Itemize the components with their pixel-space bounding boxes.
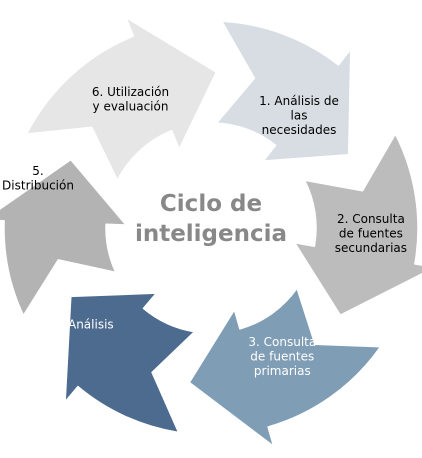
step-3-fuentes-primarias-label-line: primarias — [254, 364, 311, 378]
step-2-fuentes-secundarias-label-line: secundarias — [335, 241, 407, 255]
step-2-fuentes-secundarias-arrow — [293, 133, 422, 316]
step-5-distribucion-label-line: Distribución — [2, 179, 74, 193]
step-2-fuentes-secundarias-label-line: 2. Consulta — [337, 212, 405, 226]
step-4-analisis-label-line: 4. Análisis — [53, 317, 114, 331]
step-1-analisis-necesidades-label-line: las — [291, 108, 308, 122]
step-5-distribucion-label: 5.Distribución — [2, 164, 74, 193]
step-6-utilizacion-arrow — [25, 16, 218, 182]
center-title-line1: Ciclo de — [160, 191, 262, 217]
step-5-distribucion-arrow — [0, 158, 127, 317]
cycle-segments — [0, 16, 422, 447]
step-4-analisis-arrow — [64, 292, 196, 434]
step-1-analisis-necesidades-label-line: necesidades — [262, 123, 337, 137]
step-6-utilizacion-label-line: 6. Utilización — [92, 85, 169, 99]
step-3-fuentes-primarias-label-line: 3. Consulta — [248, 335, 316, 349]
step-3-fuentes-primarias-label-line: de fuentes — [250, 350, 314, 364]
center-title-line2: inteligencia — [135, 221, 287, 247]
step-1-analisis-necesidades-arrow — [215, 20, 352, 162]
step-4-analisis-label: 4. Análisis — [53, 317, 114, 331]
step-1-analisis-necesidades-label-line: 1. Análisis de — [259, 94, 339, 108]
step-3-fuentes-primarias-arrow — [188, 287, 382, 447]
step-5-distribucion-label-line: 5. — [32, 164, 43, 178]
step-6-utilizacion-label-line: y evaluación — [93, 99, 169, 113]
step-2-fuentes-secundarias-label-line: de fuentes — [339, 227, 403, 241]
